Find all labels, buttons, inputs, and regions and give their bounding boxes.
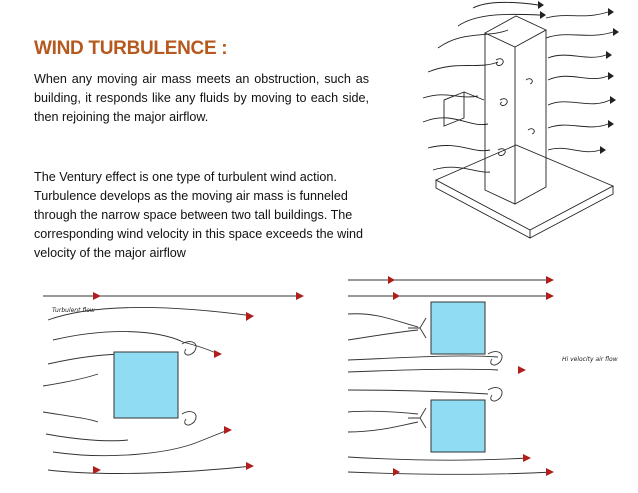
turbulent-flow-label: Turbulent flow <box>52 307 95 314</box>
slide-title: WIND TURBULENCE : <box>34 38 228 59</box>
hi-velocity-label: Hi velocity air flow <box>562 356 618 363</box>
isometric-building-diagram <box>422 1 619 239</box>
paragraph-venturi-effect: The Ventury effect is one type of turbul… <box>34 170 364 260</box>
building-block-bottom <box>430 399 486 453</box>
venturi-flow-diagram: Hi velocity air flow <box>347 276 618 476</box>
building-block-top <box>430 301 486 355</box>
building-block <box>113 351 179 419</box>
turbulent-flow-diagram: Turbulent flow <box>42 292 304 474</box>
paragraph-turbulence-intro: When any moving air mass meets an obstru… <box>34 72 369 124</box>
